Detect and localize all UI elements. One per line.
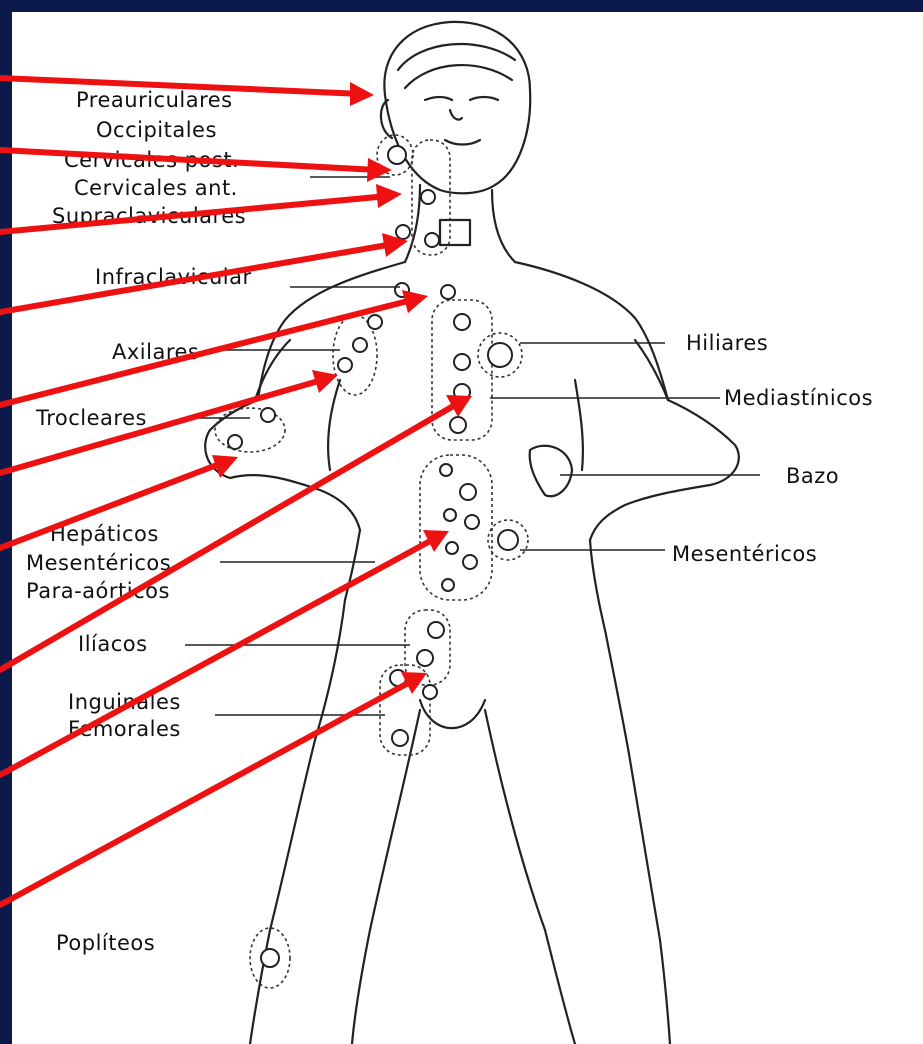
label-cervicales-ant: Cervicales ant. — [74, 176, 238, 200]
body-outline — [205, 22, 739, 1044]
label-mediastinicos: Mediastínicos — [724, 386, 873, 410]
label-mesentericos-right: Mesentéricos — [672, 542, 817, 566]
label-trocleares: Trocleares — [35, 406, 147, 430]
label-preauriculares: Preauriculares — [76, 88, 233, 112]
arrow-infraclavicular — [0, 300, 412, 405]
arrow-infraclavicular-head — [402, 290, 428, 313]
arrow-supraclaviculares — [0, 244, 393, 312]
leader-lines — [185, 177, 760, 715]
arrow-preauriculares-head — [350, 82, 374, 106]
label-popliteos: Poplíteos — [56, 931, 155, 955]
arrow-abdominal — [0, 540, 432, 775]
label-hiliares: Hiliares — [686, 331, 768, 355]
arrow-cervicales-post-head — [367, 158, 392, 182]
label-occipitales: Occipitales — [96, 118, 217, 142]
label-infraclavicular: Infraclavicular — [95, 265, 252, 289]
red-arrows — [0, 78, 472, 905]
label-iliacos: Ilíacos — [78, 632, 148, 656]
arrow-cervicales-ant-head — [376, 184, 402, 208]
arrow-axilares-head — [312, 370, 338, 393]
label-mesentericos-left: Mesentéricos — [26, 551, 171, 575]
label-bazo: Bazo — [786, 464, 839, 488]
arrow-inguinales — [0, 682, 410, 905]
